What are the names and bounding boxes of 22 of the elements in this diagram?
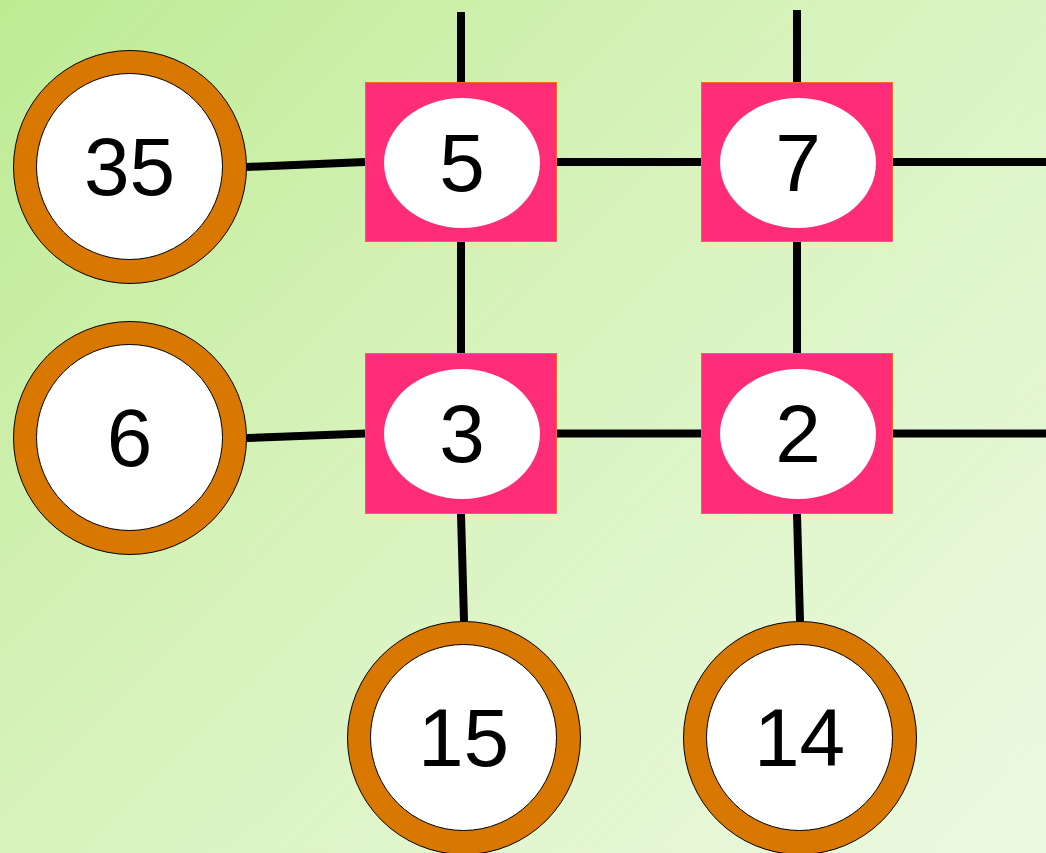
- connector-line: [793, 513, 804, 622]
- node-number: 5: [384, 98, 540, 228]
- node-number: 7: [720, 98, 876, 228]
- connector-line: [893, 158, 1046, 166]
- connector-line: [457, 513, 468, 622]
- connector-line: [246, 158, 366, 171]
- connector-line: [793, 242, 801, 353]
- connector-line: [246, 429, 366, 442]
- node-number: 14: [706, 644, 893, 831]
- square-node: [701, 353, 893, 514]
- connector-line: [893, 429, 1046, 438]
- connector-line: [557, 158, 701, 166]
- node-number: 15: [370, 644, 557, 831]
- connector-line: [557, 429, 701, 438]
- node-number: 6: [36, 344, 223, 531]
- square-node: [701, 82, 893, 242]
- square-node: [365, 353, 557, 514]
- connector-line: [457, 242, 465, 353]
- node-number: 35: [36, 73, 223, 260]
- square-node: [365, 82, 557, 242]
- node-number: 3: [384, 369, 540, 499]
- node-number: 2: [720, 369, 876, 499]
